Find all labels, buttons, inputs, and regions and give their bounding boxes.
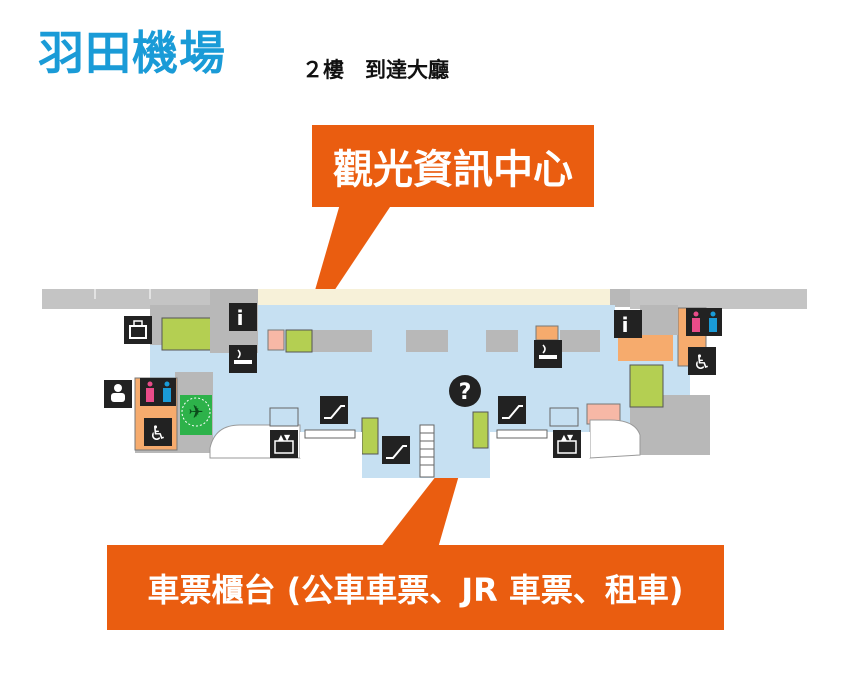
floor-subtitle: ２樓 到達大廳 bbox=[302, 58, 449, 82]
information-icon-left: i bbox=[229, 303, 257, 331]
accessible-icon-left: ♿ bbox=[144, 418, 172, 446]
baby-care-icon bbox=[104, 380, 132, 408]
tourist-info-counter bbox=[285, 329, 313, 353]
svg-text:i: i bbox=[237, 306, 244, 330]
escalator-icon-3 bbox=[498, 396, 526, 424]
elevator-icon-right: ▲▼ bbox=[553, 430, 581, 458]
page-title: 羽田機場 bbox=[38, 26, 226, 80]
svg-text:✈: ✈ bbox=[188, 402, 203, 423]
restroom-icon-left bbox=[140, 378, 176, 406]
svg-text:♿: ♿ bbox=[693, 350, 711, 374]
tourist-info-callout: 觀光資訊中心 bbox=[312, 125, 594, 207]
escalator-icon-1 bbox=[320, 396, 348, 424]
ticket-counter bbox=[472, 411, 489, 449]
svg-text:i: i bbox=[622, 313, 629, 337]
shop-green-right bbox=[629, 364, 664, 408]
question-icon: ? bbox=[449, 375, 481, 407]
smoking-area-icon-left bbox=[229, 345, 257, 373]
shop-green-left bbox=[161, 317, 213, 351]
svg-text:♿: ♿ bbox=[149, 421, 167, 445]
smoking-area-icon-right bbox=[534, 340, 562, 368]
restroom-icon-right bbox=[686, 308, 722, 336]
svg-text:▲▼: ▲▼ bbox=[561, 433, 574, 442]
airplane-area bbox=[180, 395, 212, 435]
svg-text:▲▼: ▲▼ bbox=[278, 433, 291, 442]
luggage-icon bbox=[124, 316, 152, 344]
accessible-icon-right: ♿ bbox=[688, 347, 716, 375]
information-icon-right: i bbox=[614, 310, 642, 338]
svg-text:?: ? bbox=[459, 380, 472, 405]
escalator-icon-2 bbox=[382, 436, 410, 464]
ticket-counter-callout: 車票櫃台 (公車車票、JR 車票、租車) bbox=[107, 545, 724, 630]
elevator-icon-left: ▲▼ bbox=[270, 430, 298, 458]
